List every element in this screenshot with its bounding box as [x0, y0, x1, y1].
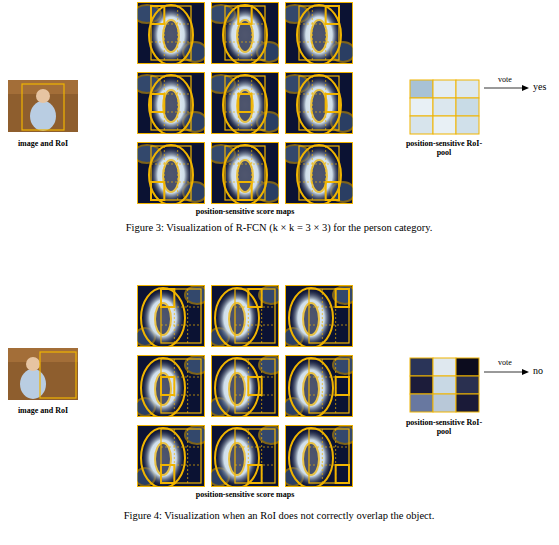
- figure-caption: Figure 3: Visualization of R-FCN (k × k …: [126, 222, 433, 234]
- image-label: image and RoI: [18, 406, 68, 415]
- pool-label: position-sensitive RoI-pool: [401, 139, 487, 157]
- result-label: yes: [533, 81, 546, 93]
- maps-label: position-sensitive score maps: [196, 490, 295, 499]
- result-label: no: [533, 365, 543, 377]
- vote-label: vote: [498, 358, 512, 367]
- image-label: image and RoI: [18, 139, 68, 148]
- pool-label: position-sensitive RoI-pool: [401, 418, 487, 436]
- vote-label: vote: [498, 75, 512, 84]
- maps-label: position-sensitive score maps: [196, 207, 295, 216]
- figure-caption: Figure 4: Visualization when an RoI does…: [124, 510, 435, 522]
